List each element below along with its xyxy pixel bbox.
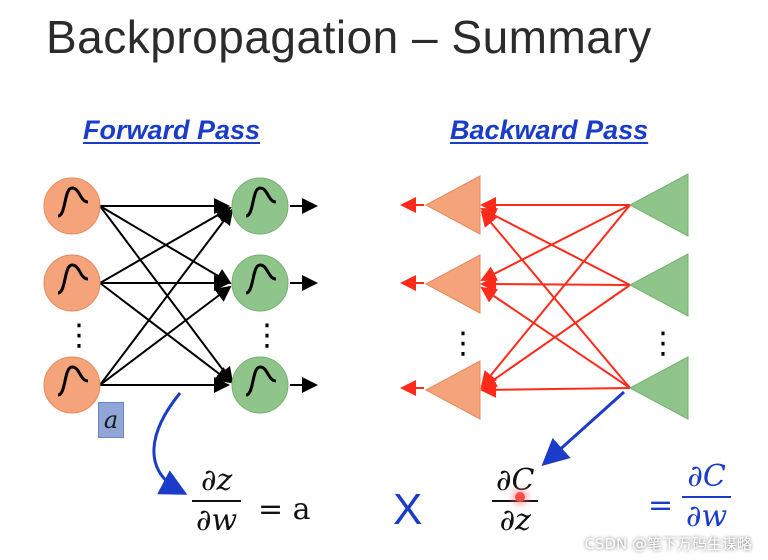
backward-output-ellipsis: ⋮ [648, 326, 678, 361]
backward-green-neuron [628, 356, 689, 420]
equals-a: = a [258, 492, 311, 527]
forward-output-neuron [231, 177, 289, 235]
forward-edges [99, 198, 234, 393]
dC-dz-denominator: ∂z [492, 500, 539, 536]
forward-output-ellipsis: ⋮ [252, 318, 282, 353]
equals-sign: = [648, 488, 674, 523]
dC-dz-fraction: ∂C ∂z [492, 463, 539, 536]
backward-green-neuron [628, 253, 689, 317]
dz-dw-numerator: ∂z [200, 463, 233, 498]
watermark: CSDN @笔下万码生谋略 [584, 535, 752, 553]
backward-edge [480, 204, 631, 388]
backward-edge [480, 276, 631, 293]
dC-dw-denominator: ∂w [682, 496, 732, 532]
forward-output-neuron [231, 254, 289, 312]
backward-orange-neuron [424, 175, 481, 235]
backward-edge [480, 381, 631, 398]
backward-edge [480, 204, 631, 281]
backward-orange-neuron [424, 254, 481, 314]
backward-input-ellipsis: ⋮ [448, 326, 478, 361]
backward-input-layer [424, 175, 481, 420]
backward-edges [480, 197, 631, 398]
dC-dz-numerator: ∂C [496, 463, 535, 498]
activation-label-box: a [98, 402, 124, 438]
forward-input-neuron [43, 177, 101, 235]
forward-input-layer [43, 177, 101, 414]
forward-output-layer [231, 177, 289, 414]
equals-a-text: = a [258, 492, 311, 527]
dz-dw-fraction: ∂z ∂w [192, 463, 242, 536]
cursor-dot [515, 492, 525, 502]
forward-output-arrows [290, 198, 318, 393]
dC-dw-fraction: ∂C ∂w [682, 459, 732, 532]
slide-title: Backpropagation – Summary [46, 11, 652, 63]
forward-input-neuron [43, 356, 101, 414]
backward-edge [480, 210, 631, 389]
backward-orange-neuron [424, 360, 481, 420]
forward-edge [99, 208, 234, 386]
backward-output-arrows [400, 197, 424, 396]
backward-pass-heading: Backward Pass [450, 115, 649, 145]
forward-edge [99, 207, 232, 284]
forward-edge [99, 285, 232, 386]
backward-edge [480, 284, 631, 390]
pointer-arrow-backward [541, 390, 626, 467]
dz-dw-denominator: ∂w [192, 500, 242, 536]
forward-input-ellipsis: ⋮ [64, 318, 94, 353]
backward-edge [480, 208, 631, 286]
pointer-arrow-forward [152, 392, 188, 495]
forward-edge [99, 282, 232, 384]
forward-output-neuron [231, 356, 289, 414]
forward-input-neuron [43, 254, 101, 312]
backward-edge [480, 286, 631, 389]
backward-green-neuron [628, 173, 689, 237]
backward-output-layer [628, 173, 689, 420]
dC-dw-numerator: ∂C [687, 459, 726, 494]
forward-pass-heading: Forward Pass [83, 115, 261, 145]
multiply-sign: X [393, 485, 423, 534]
forward-edge [99, 205, 234, 384]
